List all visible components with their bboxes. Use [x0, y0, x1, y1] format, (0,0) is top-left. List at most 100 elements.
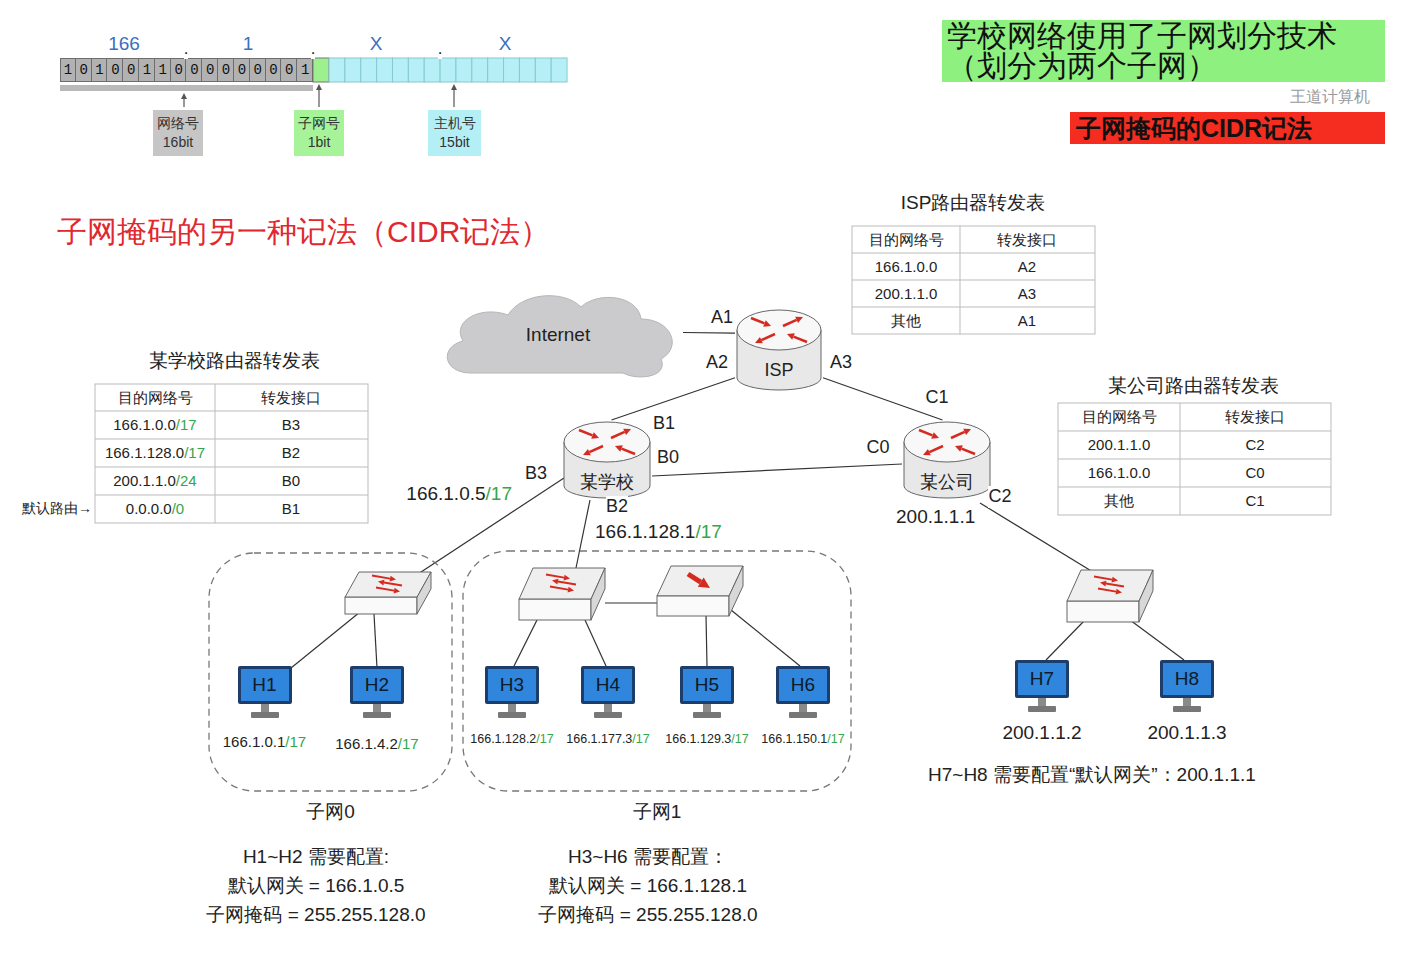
table-cell: 166.1.128.0 — [105, 444, 184, 462]
ip-address: /17 — [827, 731, 844, 747]
monitor-base — [1028, 706, 1056, 712]
label-box: 子网掩码的CIDR记法 — [1070, 112, 1385, 144]
bit-label: . — [184, 39, 189, 59]
arrow-head — [394, 588, 400, 594]
host-computer: H2166.1.4.2/17 — [327, 666, 427, 754]
table-cell: C2 — [1245, 436, 1264, 454]
monitor-frame — [680, 666, 734, 704]
switch-side — [417, 572, 431, 614]
monitor-neck — [508, 704, 516, 712]
switch-front — [1067, 601, 1139, 622]
ip-row: 166.1.177.3/17 — [562, 731, 654, 747]
link-line — [683, 332, 735, 334]
switch-top — [1067, 570, 1153, 601]
host-computer: H6166.1.150.1/17 — [757, 666, 849, 750]
internet-cloud: Internet — [433, 285, 683, 380]
cable — [605, 602, 657, 603]
ip-address: 166.1.129.3 — [665, 731, 731, 747]
table-rule — [95, 467, 368, 468]
table-cell: B1 — [282, 500, 300, 518]
ip-address: 166.1.0.5 — [406, 483, 485, 506]
host-name: H8 — [1160, 660, 1214, 698]
host-bit-cell — [424, 58, 440, 82]
cable — [585, 620, 606, 666]
note-text: 默认路由→ — [22, 500, 92, 517]
ip-address: 200.1.1.1 — [896, 506, 975, 529]
host-bit-cell — [472, 58, 488, 82]
ip-address: 200.1.1.2 — [1002, 721, 1081, 746]
monitor-base — [789, 712, 817, 718]
cable — [576, 500, 590, 568]
monitor-neck — [1183, 698, 1191, 706]
arrow-shaft — [372, 576, 390, 579]
table-cell: A3 — [1018, 285, 1036, 303]
box-text: 15bit — [439, 133, 469, 152]
arrow-shaft — [751, 318, 765, 323]
ip-address: /17 — [398, 734, 419, 754]
table-cell: 目的网络号 — [1082, 408, 1157, 426]
table-cell: 其他 — [1104, 492, 1134, 510]
arrow-shaft — [558, 582, 576, 585]
arrow-head — [568, 587, 574, 593]
interface-label: B0 — [657, 447, 679, 469]
prefix-length: /24 — [176, 472, 197, 490]
table-rule — [852, 253, 1095, 254]
monitor-base — [498, 712, 526, 718]
table-cell: 转发接口 — [1225, 408, 1285, 426]
host-name: H7 — [1015, 660, 1069, 698]
heading: 子网掩码的另一种记法（CIDR记法） — [57, 214, 550, 250]
host-bit-cell — [535, 58, 551, 82]
router-name: 某学校 — [562, 470, 652, 494]
host-bit-cell — [392, 58, 408, 82]
interface-label: A3 — [830, 352, 852, 374]
arrow-head — [316, 84, 322, 90]
table-title: 某公司路由器转发表 — [1108, 375, 1279, 398]
ip-address: 166.1.4.2 — [335, 734, 398, 754]
host-bit-cell — [329, 58, 345, 82]
host-name: H4 — [581, 666, 635, 704]
arrow-shaft — [589, 446, 603, 452]
box-text: 子网掩码的CIDR记法 — [1076, 113, 1312, 143]
host-name: H6 — [776, 666, 830, 704]
arrow-shaft — [1098, 589, 1116, 592]
interface-label: A2 — [706, 352, 728, 374]
ip-row: 200.1.1.2 — [987, 721, 1097, 746]
note-text: 默认网关 = 166.1.0.5 — [228, 875, 405, 898]
note-text: H1~H2 需要配置: — [243, 846, 389, 869]
table-cell: 转发接口 — [997, 231, 1057, 249]
note-text: H3~H6 需要配置： — [568, 846, 728, 869]
cable — [980, 503, 1093, 572]
host-bit-cell — [519, 58, 535, 82]
switch-front — [345, 597, 417, 614]
cloud-label: Internet — [433, 323, 683, 347]
router: ISP — [735, 308, 823, 392]
bit-string: 1010011000000001 — [64, 58, 317, 82]
ip-address: /17 — [731, 731, 748, 747]
ip-address: 166.1.0.1 — [223, 732, 286, 752]
table-cell: 目的网络号 — [118, 389, 193, 407]
table-cell: 200.1.1.0 — [113, 472, 176, 490]
monitor-neck — [1038, 698, 1046, 706]
table-cell: 166.1.0.0 — [875, 258, 938, 276]
link-line — [652, 464, 902, 476]
ip-address: 166.1.177.3 — [566, 731, 632, 747]
host-bit-cell — [504, 58, 520, 82]
arrow-head — [1112, 577, 1118, 583]
box-text: 学校网络使用了子网划分技术 （划分为两个子网） — [947, 21, 1349, 81]
ip-address: /17 — [285, 732, 306, 752]
ip-row: 166.1.0.1/17 — [215, 732, 315, 752]
arrow-head — [390, 576, 396, 582]
arrow-shaft — [688, 574, 701, 582]
monitor-neck — [261, 704, 269, 712]
host-bit-cell — [440, 58, 456, 82]
arrow-shaft — [793, 337, 807, 342]
router-top — [564, 422, 650, 462]
table-cell: 目的网络号 — [869, 231, 944, 249]
monitor-neck — [373, 704, 381, 712]
table-cell: A1 — [1018, 312, 1036, 330]
router-name: ISP — [735, 358, 823, 382]
arrow-shaft — [761, 334, 775, 340]
bit-label: . — [438, 39, 443, 59]
table-cell: 200.1.1.0 — [875, 285, 938, 303]
